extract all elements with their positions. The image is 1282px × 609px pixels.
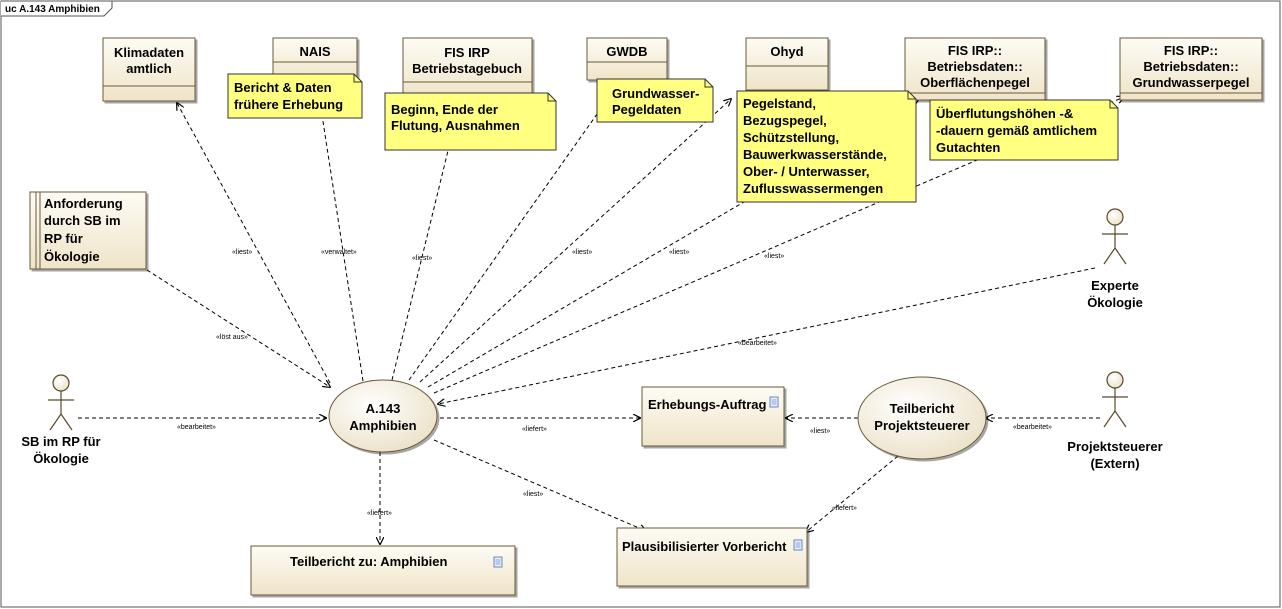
class-nais[interactable]: NAIS bbox=[272, 37, 358, 81]
edge-gwdb bbox=[408, 100, 607, 381]
note-gwdb[interactable]: Grundwasser- Pegeldaten bbox=[596, 78, 714, 123]
label-liest-gwdb: «liest» bbox=[572, 249, 592, 256]
class-ohyd[interactable]: Ohyd bbox=[745, 37, 829, 91]
edge-teilbericht-plausibilisiert bbox=[806, 455, 899, 532]
note-gwp-line-1: Überflutungshöhen -& bbox=[936, 106, 1073, 121]
requirement-line-1: Anforderung bbox=[44, 196, 123, 211]
note-gwp-line-2: -dauern gemäß amtlichem bbox=[936, 123, 1097, 138]
usecase-teilbericht-line-2: Projektsteuerer bbox=[874, 418, 969, 433]
connector-labels: «liest» «verwaltet» «liest» «liest» «lie… bbox=[177, 249, 1052, 517]
edge-ohyd bbox=[419, 99, 731, 383]
label-liest-fis-gwp: «liest» bbox=[764, 253, 784, 260]
actor-experte-line-1: Experte bbox=[1091, 278, 1139, 293]
usecase-teilbericht-line-1: Teilbericht bbox=[890, 401, 955, 416]
artifact-teilbericht-amphibien[interactable]: Teilbericht zu: Amphibien bbox=[250, 545, 516, 596]
class-gwp-line-2: Betriebsdaten:: bbox=[1143, 59, 1238, 74]
label-liest-klimadaten: «liest» bbox=[232, 249, 252, 256]
class-ohyd-label: Ohyd bbox=[770, 44, 803, 59]
requirement-line-4: Ökologie bbox=[44, 249, 100, 264]
actor-projektsteuerer[interactable]: Projektsteuerer (Extern) bbox=[1067, 371, 1163, 471]
actor-projektsteuerer-line-1: Projektsteuerer bbox=[1067, 439, 1162, 454]
artifact-erhebungs-auftrag[interactable]: Erhebungs-Auftrag bbox=[641, 386, 785, 447]
class-ofp-line-2: Betriebsdaten:: bbox=[927, 59, 1022, 74]
class-ofp-line-1: FIS IRP:: bbox=[948, 43, 1002, 58]
note-btb-line-1: Beginn, Ende der bbox=[391, 102, 498, 117]
label-bearbeitet-experte: «bearbeitet» bbox=[738, 340, 777, 347]
label-liest-plausibilisiert: «liest» bbox=[523, 491, 543, 498]
actor-sb-line-2: Ökologie bbox=[33, 451, 89, 466]
label-verwaltet: «verwaltet» bbox=[321, 249, 357, 256]
class-gwp-line-3: Grundwasserpegel bbox=[1132, 75, 1249, 90]
label-liest-btb: «liest» bbox=[412, 255, 432, 262]
edge-fis-ofp bbox=[427, 100, 918, 388]
note-ohyd-line-5: Ober- / Unterwasser, bbox=[743, 164, 869, 179]
class-gwdb[interactable]: GWDB bbox=[586, 37, 668, 81]
actor-sb-im-rp[interactable]: SB im RP für Ökologie bbox=[21, 374, 101, 466]
actor-projektsteuerer-line-2: (Extern) bbox=[1090, 456, 1139, 471]
class-fis-irp-grundwasserpegel[interactable]: FIS IRP:: Betriebsdaten:: Grundwasserpeg… bbox=[1119, 37, 1263, 101]
edge-requirement bbox=[146, 269, 330, 387]
class-btb-line-1: FIS IRP bbox=[444, 45, 490, 60]
note-ohyd-line-2: Bezugspegel, bbox=[743, 113, 827, 128]
artifact-plausibilisierter-vorbericht[interactable]: Plausibilisierter Vorbericht bbox=[616, 527, 808, 587]
actor-stick-figure-icon bbox=[48, 374, 74, 431]
note-betriebstagebuch[interactable]: Beginn, Ende der Flutung, Ausnahmen bbox=[384, 92, 557, 151]
label-bearbeitet-projektsteuerer: «bearbeitet» bbox=[1013, 424, 1052, 431]
class-ofp-line-3: Oberflächenpegel bbox=[920, 75, 1030, 90]
class-gwdb-label: GWDB bbox=[606, 44, 647, 59]
note-ohyd-line-4: Bauwerkwasserstände, bbox=[743, 147, 887, 162]
note-grundwasserpegel[interactable]: Überflutungshöhen -& -dauern gemäß amtli… bbox=[929, 99, 1119, 161]
class-fis-irp-betriebstagebuch[interactable]: FIS IRP Betriebstagebuch bbox=[402, 37, 533, 99]
usecase-a143-amphibien[interactable]: A.143 Amphibien bbox=[328, 379, 438, 453]
note-gwdb-line-1: Grundwasser- bbox=[612, 86, 699, 101]
label-bearbeitet-sb: «bearbeitet» bbox=[177, 424, 216, 431]
requirement-line-2: durch SB im bbox=[44, 213, 121, 228]
note-ohyd-line-3: Schützstellung, bbox=[743, 130, 839, 145]
label-loest-aus: «löst aus» bbox=[216, 334, 248, 341]
artifact-erhebungs-auftrag-label: Erhebungs-Auftrag bbox=[648, 397, 767, 412]
actor-stick-figure-icon bbox=[1102, 371, 1128, 428]
note-gwp-line-3: Gutachten bbox=[936, 140, 1000, 155]
note-nais-line-1: Bericht & Daten bbox=[234, 80, 332, 95]
label-liefert-amphibien: «liefert» bbox=[367, 510, 392, 517]
actor-experte-oekologie[interactable]: Experte Ökologie bbox=[1087, 208, 1143, 310]
class-klimadaten-line-1: Klimadaten bbox=[114, 45, 184, 60]
actor-sb-line-1: SB im RP für bbox=[21, 434, 100, 449]
note-gwdb-line-2: Pegeldaten bbox=[612, 102, 681, 117]
class-btb-line-2: Betriebstagebuch bbox=[412, 61, 522, 76]
requirement-line-3: RP für bbox=[44, 231, 83, 246]
class-klimadaten[interactable]: Klimadaten amtlich bbox=[102, 37, 196, 102]
edge-btb bbox=[391, 122, 455, 381]
label-liest-ohyd: «liest» bbox=[669, 249, 689, 256]
usecase-teilbericht-projektsteuerer[interactable]: Teilbericht Projektsteuerer bbox=[857, 376, 987, 460]
class-fis-irp-oberflaechenpegel[interactable]: FIS IRP:: Betriebsdaten:: Oberflächenpeg… bbox=[904, 37, 1046, 101]
label-liest-teilbericht: «liest» bbox=[810, 428, 830, 435]
document-icon bbox=[793, 539, 803, 551]
actor-experte-line-2: Ökologie bbox=[1087, 295, 1143, 310]
note-ohyd-line-1: Pegelstand, bbox=[743, 96, 816, 111]
document-icon bbox=[769, 396, 779, 408]
class-gwp-line-1: FIS IRP:: bbox=[1164, 43, 1218, 58]
artifact-plausibilisierter-label: Plausibilisierter Vorbericht bbox=[622, 539, 787, 554]
note-ohyd-line-6: Zuflusswassermengen bbox=[743, 181, 883, 196]
edge-plausibilisiert bbox=[433, 439, 646, 531]
note-nais[interactable]: Bericht & Daten frühere Erhebung bbox=[227, 73, 363, 119]
requirement-anforderung[interactable]: Anforderung durch SB im RP für Ökologie bbox=[29, 191, 147, 270]
usecase-a143-line-2: Amphibien bbox=[349, 418, 416, 433]
actor-stick-figure-icon bbox=[1102, 208, 1128, 265]
label-liefert-plausibilisiert: «liefert» bbox=[832, 505, 857, 512]
frame-title: uc A.143 Amphibien bbox=[5, 4, 100, 15]
note-ohyd[interactable]: Pegelstand, Bezugspegel, Schützstellung,… bbox=[736, 90, 917, 203]
note-btb-line-2: Flutung, Ausnahmen bbox=[391, 118, 520, 133]
artifact-teilbericht-amphibien-label: Teilbericht zu: Amphibien bbox=[290, 554, 448, 569]
note-nais-line-2: frühere Erhebung bbox=[234, 97, 343, 112]
edge-nais bbox=[320, 102, 364, 382]
document-icon bbox=[493, 556, 503, 568]
class-klimadaten-line-2: amtlich bbox=[126, 61, 172, 76]
label-liefert-erhebung: «liefert» bbox=[522, 426, 547, 433]
class-nais-label: NAIS bbox=[299, 44, 330, 59]
usecase-a143-line-1: A.143 bbox=[366, 401, 401, 416]
